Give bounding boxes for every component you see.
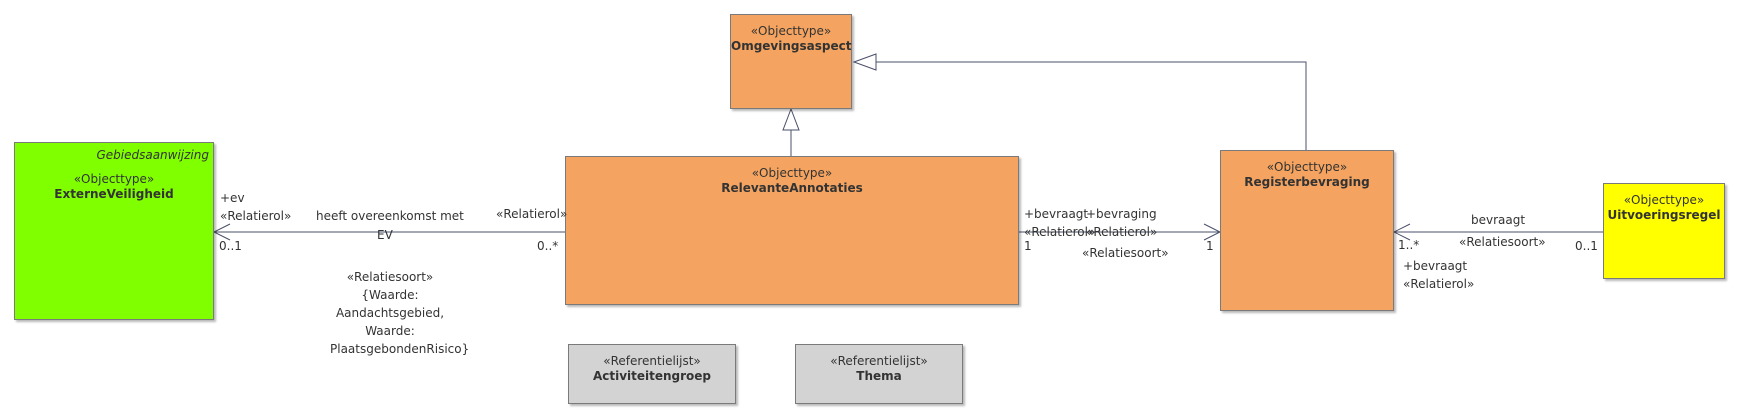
bevraging-target-role-stereotype: «Relatierol» (1086, 225, 1158, 239)
ev-constraint-line-2: Aandachtsgebied, (335, 306, 445, 320)
association-arrow-bevraagt (1392, 223, 1411, 241)
generalization-line-registerbevraging (876, 61, 1307, 150)
bevraging-source-role: +bevraagt (1024, 207, 1089, 221)
uitvoeringsregel-class[interactable]: «Objecttype» Uitvoeringsregel (1603, 183, 1725, 279)
ev-source-multiplicity: 0..* (537, 239, 559, 253)
generalization-arrow-registerbevraging (852, 53, 877, 71)
ev-stereotype-line: «Relatiesoort» (346, 270, 434, 284)
bevraagt-source-multiplicity: 0..1 (1575, 239, 1598, 253)
omgevingsaspect-name: Omgevingsaspect (731, 39, 852, 53)
relevante-annotaties-name: RelevanteAnnotaties (721, 181, 863, 195)
ev-target-role-stereotype: «Relatierol» (220, 209, 292, 223)
registerbevraging-class[interactable]: «Objecttype» Registerbevraging (1220, 150, 1394, 311)
ev-constraint-line-3: Waarde: (365, 324, 415, 338)
thema-name: Thema (856, 369, 902, 383)
bevraging-target-multiplicity: 1 (1206, 239, 1214, 253)
ev-association-alias: EV (377, 228, 393, 242)
uitvoeringsregel-name: Uitvoeringsregel (1607, 208, 1721, 222)
ev-target-role: +ev (220, 191, 245, 205)
registerbevraging-name: Registerbevraging (1244, 175, 1370, 189)
ev-constraint-line-4: PlaatsgebondenRisico} (330, 342, 470, 356)
relevante-annotaties-stereotype: «Objecttype» (751, 166, 833, 180)
ev-source-role-stereotype: «Relatierol» (496, 207, 568, 221)
thema-class[interactable]: «Referentielijst» Thema (795, 344, 963, 404)
ev-association-stereotype: «Relatiesoort» {Waarde: Aandachtsgebied,… (330, 268, 470, 358)
association-arrow-ev (212, 223, 231, 241)
bevraagt-target-multiplicity: 1..* (1398, 238, 1420, 252)
externe-veiligheid-name: ExterneVeiligheid (54, 187, 174, 201)
bevraging-source-role-stereotype: «Relatierol» (1024, 225, 1096, 239)
ev-target-multiplicity: 0..1 (219, 239, 242, 253)
ev-constraint-line-1: {Waarde: (361, 288, 419, 302)
ev-association-name: heeft overeenkomst met (316, 209, 464, 223)
activiteitengroep-name: Activiteitengroep (592, 369, 712, 383)
activiteitengroep-stereotype: «Referentielijst» (603, 354, 701, 368)
uitvoeringsregel-stereotype: «Objecttype» (1623, 193, 1705, 207)
bevraagt-target-role: +bevraagt (1403, 259, 1468, 273)
relevante-annotaties-class[interactable]: «Objecttype» RelevanteAnnotaties (565, 156, 1019, 305)
externe-veiligheid-class[interactable]: Gebiedsaanwijzing «Objecttype» ExterneVe… (14, 142, 214, 320)
bevraging-association-stereotype: «Relatiesoort» (1082, 246, 1169, 260)
bevraagt-association-stereotype: «Relatiesoort» (1459, 235, 1546, 249)
bevraging-target-role: +bevraging (1086, 207, 1157, 221)
activiteitengroep-class[interactable]: «Referentielijst» Activiteitengroep (568, 344, 736, 404)
omgevingsaspect-class[interactable]: «Objecttype» Omgevingsaspect (730, 14, 852, 109)
bevraagt-association-name: bevraagt (1471, 213, 1526, 227)
registerbevraging-stereotype: «Objecttype» (1266, 160, 1348, 174)
bevraagt-target-role-stereotype: «Relatierol» (1403, 277, 1475, 291)
externe-veiligheid-stereotype: «Objecttype» (73, 172, 155, 186)
generalization-arrow-relevante (782, 107, 800, 131)
omgevingsaspect-stereotype: «Objecttype» (750, 24, 832, 38)
bevraging-source-multiplicity: 1 (1024, 239, 1032, 253)
externe-veiligheid-tag: Gebiedsaanwijzing (96, 148, 209, 162)
thema-stereotype: «Referentielijst» (830, 354, 928, 368)
